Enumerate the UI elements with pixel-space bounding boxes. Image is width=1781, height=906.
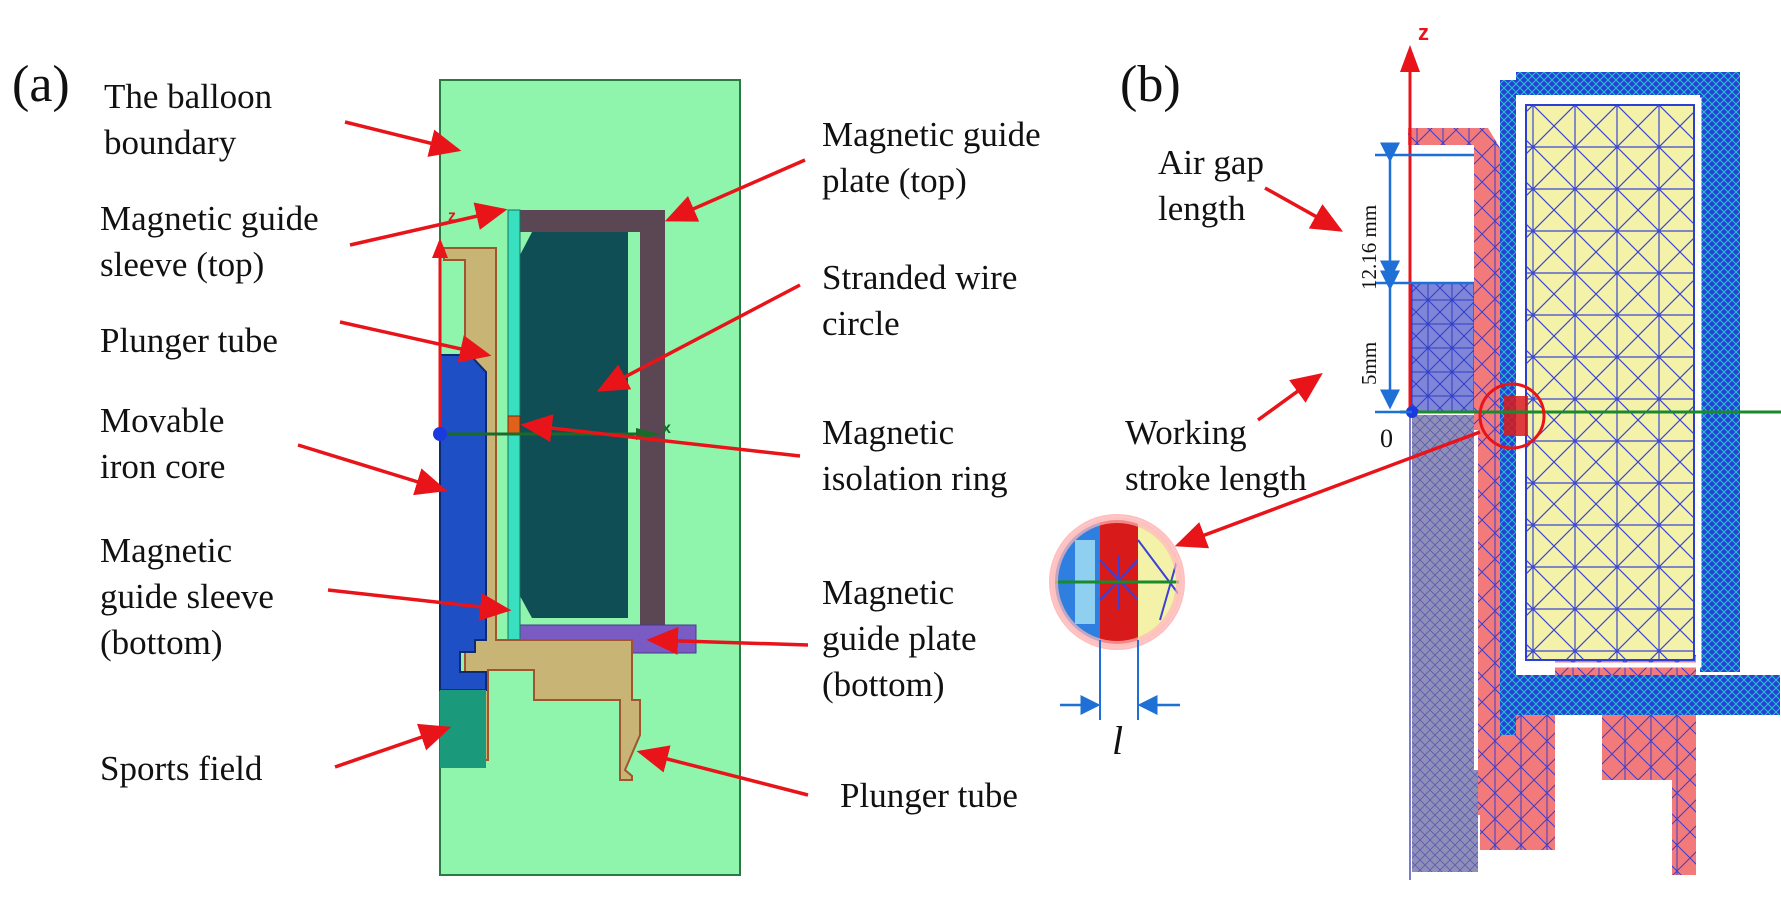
panel-a-arrows <box>297 120 809 797</box>
arrow-stranded-wire <box>596 283 801 392</box>
mesh-plate-top <box>1516 72 1740 672</box>
arrow-plunger-right <box>636 745 809 797</box>
mesh-plate-bottom <box>1516 675 1780 715</box>
zoom-inset <box>1049 430 1481 720</box>
arrow-isolation-ring <box>520 414 801 458</box>
panel-b-tag: (b) <box>1120 56 1181 113</box>
panel-a-geometry <box>432 79 741 876</box>
stranded-wire-coil-shape <box>520 232 628 618</box>
label-air-gap: Air gap length <box>1158 143 1264 228</box>
dim-air-gap-value: 12.16 mm <box>1357 204 1381 290</box>
mesh-ring-region <box>1504 396 1528 436</box>
isolation-ring-shape <box>507 415 521 435</box>
origin-dot <box>433 427 447 441</box>
mesh-field-region <box>1412 415 1478 872</box>
label-working-stroke: Working stroke length <box>1125 413 1307 498</box>
label-guide-plate-bottom: Magnetic guide plate (bottom) <box>822 573 977 704</box>
arrow-iron-core <box>297 443 448 496</box>
arrow-sleeve-bottom <box>327 588 512 621</box>
axis-x-label-a: x <box>662 420 671 437</box>
zoom-arrow <box>1174 430 1481 549</box>
z-axis-b-head <box>1400 45 1420 72</box>
label-guide-plate-top: Magnetic guide plate (top) <box>822 115 1041 200</box>
label-movable-iron-core: Movable iron core <box>100 401 226 486</box>
panel-b-geometry <box>1400 45 1781 880</box>
label-guide-sleeve-top: Magnetic guide sleeve (top) <box>100 199 319 284</box>
label-plunger-tube-left: Plunger tube <box>100 321 278 360</box>
arrow-air-gap <box>1264 186 1344 232</box>
arrow-plate-bottom <box>646 626 809 655</box>
movable-iron-core-shape <box>439 354 487 691</box>
guide-plate-top-shape <box>520 210 665 630</box>
z-axis-head <box>432 238 448 258</box>
highlight-circle <box>1478 382 1546 450</box>
axis-origin-label-b: 0 <box>1380 424 1393 453</box>
label-stranded-wire: Stranded wire circle <box>822 258 1018 343</box>
arrow-plunger-left <box>339 320 492 363</box>
arrow-sports-field <box>334 723 452 769</box>
axis-z-label-a: z <box>448 208 456 225</box>
air-gap-area <box>1412 155 1474 283</box>
label-plunger-tube-right: Plunger tube <box>840 776 1018 815</box>
arrow-plate-top <box>664 158 806 222</box>
panel-a-tag: (a) <box>12 56 70 113</box>
panel-b-arrows <box>1256 186 1344 422</box>
zoom-dim-symbol: l <box>1112 718 1124 763</box>
mesh-coil-region <box>1525 104 1695 661</box>
mesh-core-region <box>1411 282 1475 414</box>
label-balloon-boundary: The balloon boundary <box>104 77 273 162</box>
arrow-sleeve-top <box>349 202 508 247</box>
label-guide-sleeve-bottom: Magnetic guide sleeve (bottom) <box>100 531 274 662</box>
dim-stroke-value: 5mm <box>1357 341 1381 385</box>
dimension-lines <box>1375 142 1474 414</box>
label-isolation-ring: Magnetic isolation ring <box>822 413 1008 498</box>
label-sports-field: Sports field <box>100 749 263 788</box>
sports-field-shape <box>440 690 486 768</box>
axis-z-label-b: z <box>1418 20 1429 45</box>
arrow-balloon <box>344 120 462 157</box>
arrow-working-stroke <box>1256 372 1323 422</box>
